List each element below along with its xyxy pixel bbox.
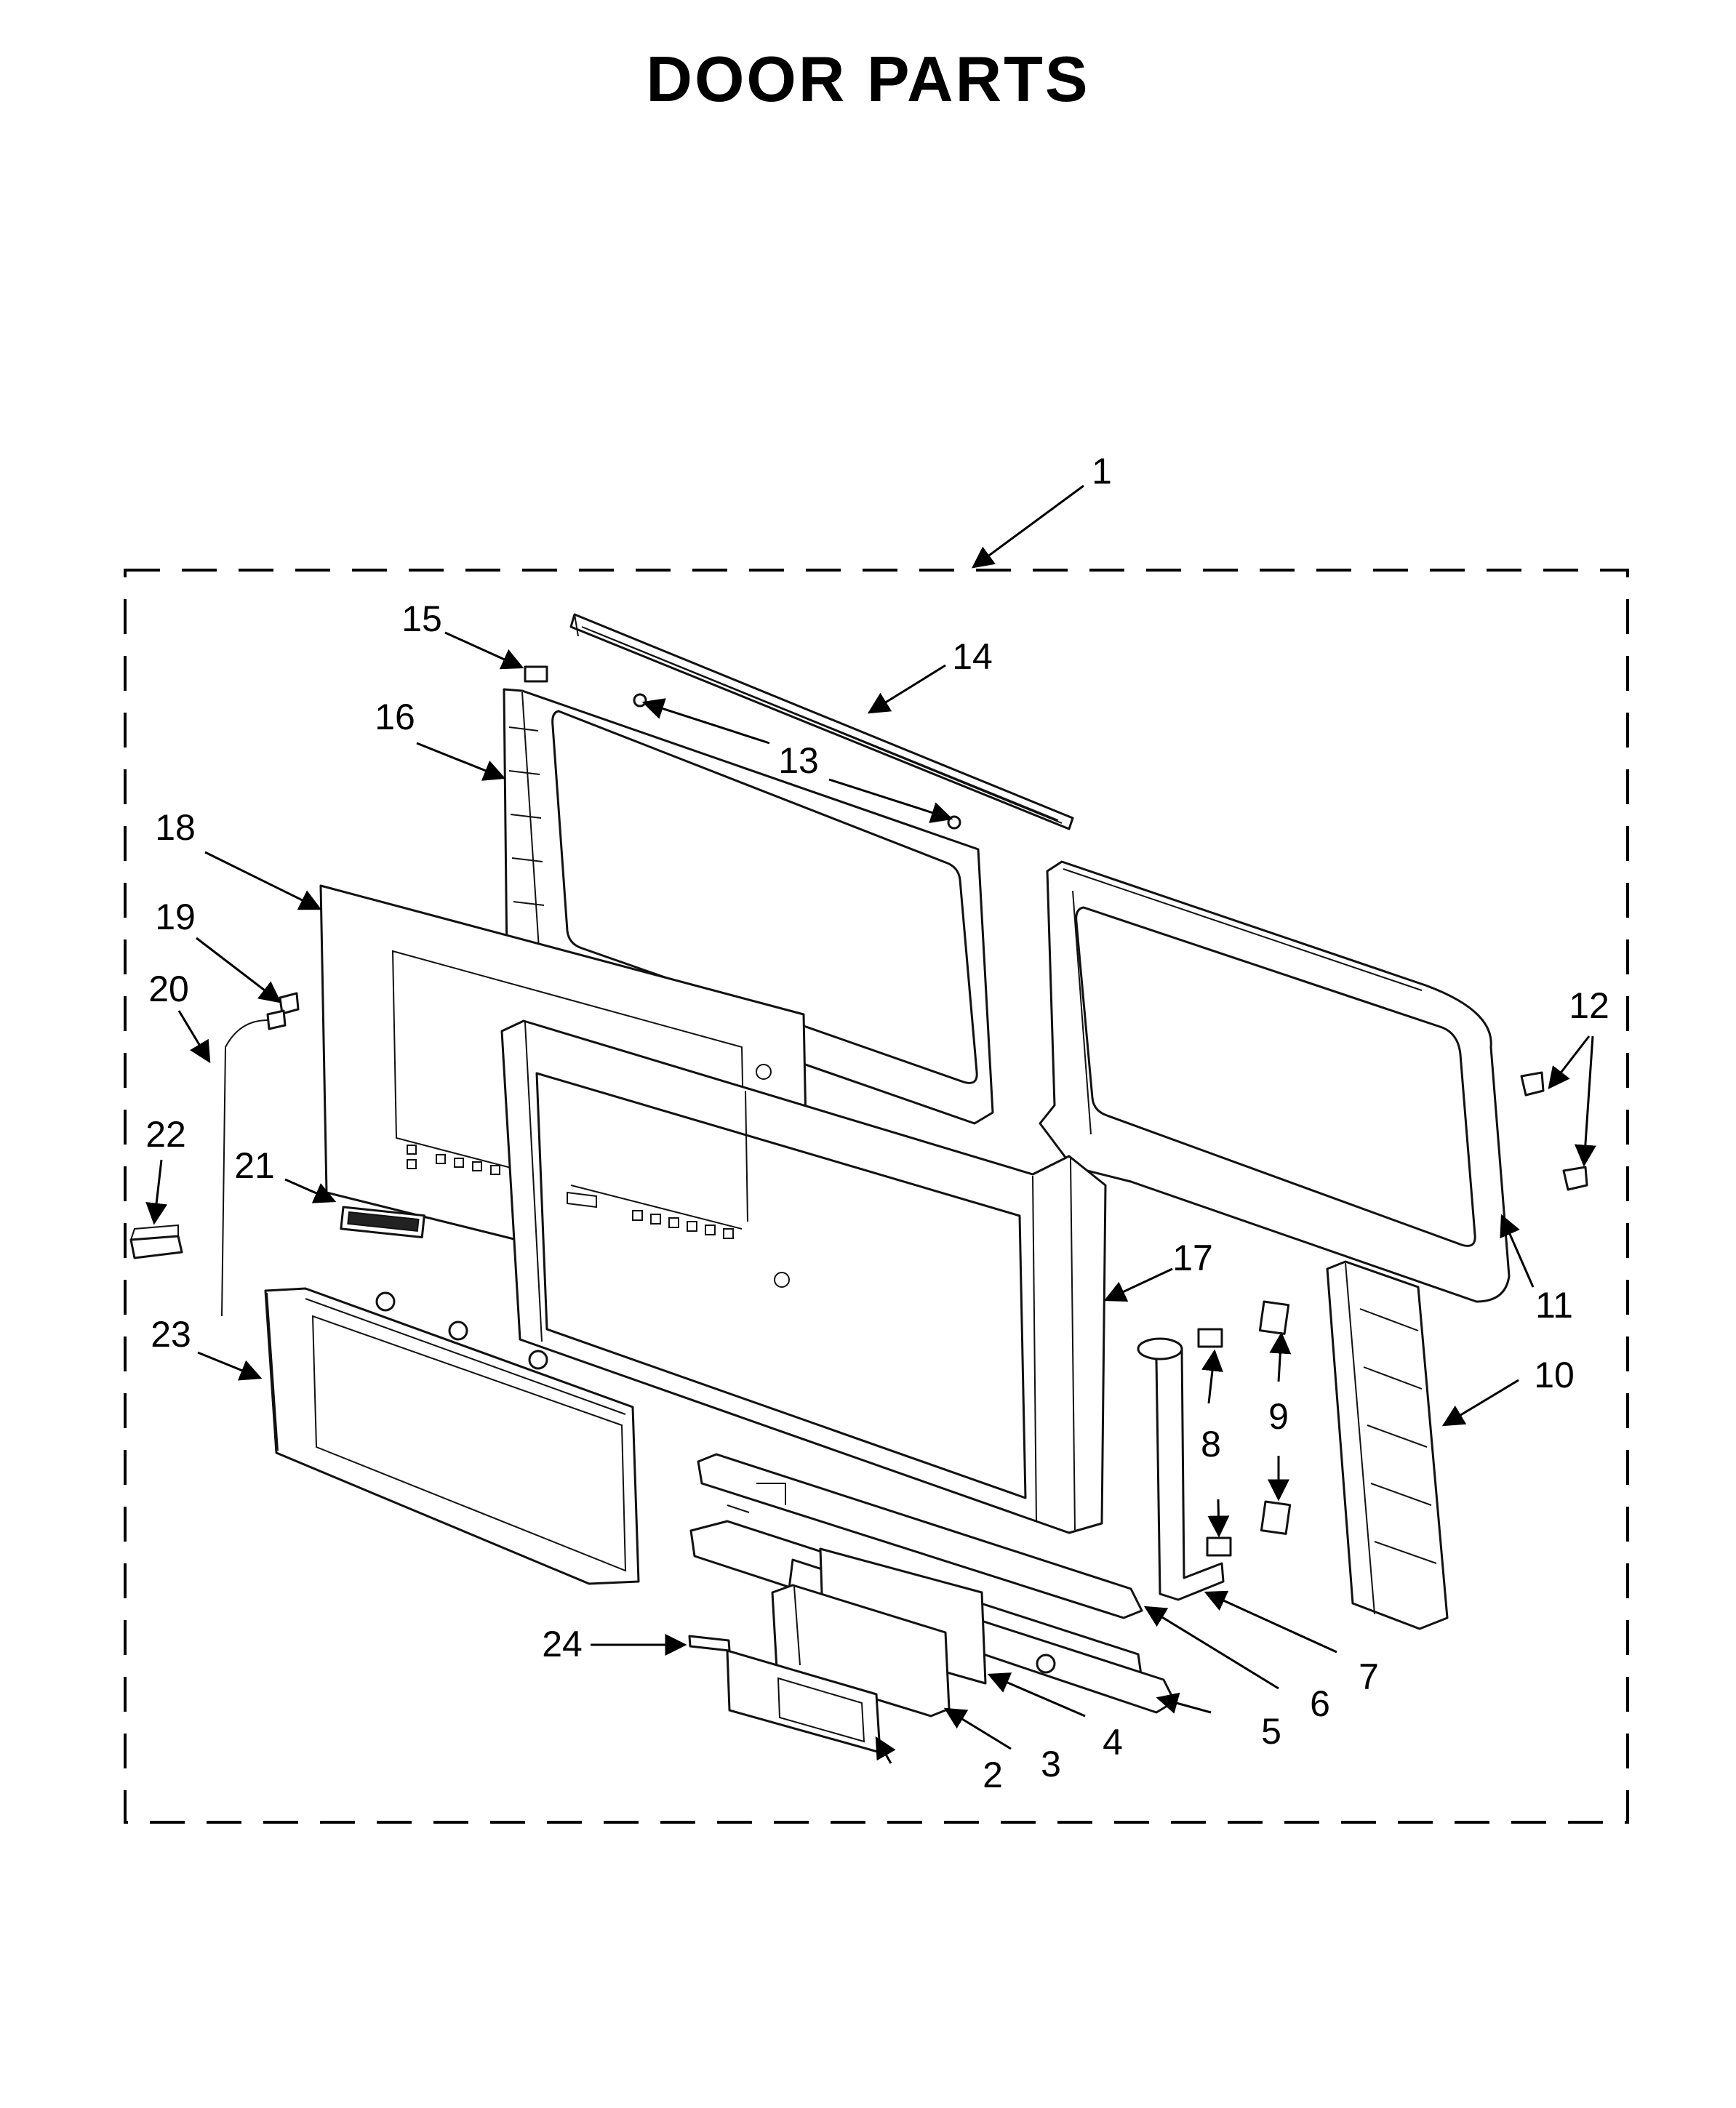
part-10-side-trim bbox=[1326, 1260, 1449, 1630]
callout-19: 19 bbox=[155, 897, 196, 937]
callout-10: 10 bbox=[1534, 1355, 1575, 1395]
callout-22: 22 bbox=[145, 1114, 186, 1155]
callout-9: 9 bbox=[1268, 1396, 1289, 1437]
part-8-actuator-upper bbox=[1197, 1328, 1223, 1348]
part-13-screw-a bbox=[633, 693, 647, 708]
callout-8: 8 bbox=[1201, 1424, 1221, 1464]
part-8-actuator-lower bbox=[1206, 1536, 1232, 1557]
callout-12: 12 bbox=[1569, 985, 1609, 1026]
assembly-boundary bbox=[124, 569, 1629, 1824]
callout-23: 23 bbox=[151, 1314, 191, 1355]
part-24-ribbon-tab bbox=[688, 1635, 731, 1652]
part-20-wire-harness bbox=[221, 1009, 287, 1317]
callout-16: 16 bbox=[375, 697, 415, 737]
part-15-clip bbox=[524, 665, 548, 683]
part-9-switch-upper bbox=[1258, 1300, 1290, 1335]
part-7-handle bbox=[1137, 1337, 1225, 1601]
callout-6: 6 bbox=[1310, 1683, 1330, 1724]
part-19-connector bbox=[279, 992, 300, 1015]
callout-7: 7 bbox=[1359, 1656, 1379, 1697]
callout-17: 17 bbox=[1172, 1238, 1213, 1278]
callout-15: 15 bbox=[401, 598, 442, 639]
callout-1: 1 bbox=[1092, 451, 1112, 492]
leader-lines bbox=[145, 484, 1596, 1764]
part-9-switch-lower bbox=[1260, 1500, 1292, 1535]
part-14-top-trim-strip bbox=[569, 613, 1074, 830]
callout-14: 14 bbox=[952, 636, 993, 677]
part-17-outer-door-frame bbox=[500, 1019, 1107, 1534]
callout-13: 13 bbox=[778, 740, 819, 781]
part-12-hinge-clips bbox=[1520, 1071, 1588, 1191]
part-21-nameplate bbox=[340, 1206, 425, 1239]
callout-2: 2 bbox=[983, 1755, 1003, 1795]
part-23-door-glass bbox=[264, 1287, 640, 1585]
callout-21: 21 bbox=[234, 1145, 275, 1186]
callout-24: 24 bbox=[542, 1624, 583, 1664]
callout-4: 4 bbox=[1103, 1722, 1123, 1763]
callout-11: 11 bbox=[1535, 1285, 1573, 1326]
callout-labels: 1 2 3 4 5 6 7 8 9 10 11 12 13 14 15 16 1… bbox=[145, 451, 1609, 1795]
page-title: DOOR PARTS bbox=[646, 43, 1090, 115]
callout-18: 18 bbox=[155, 807, 196, 848]
part-11-door-choke-frame bbox=[1039, 860, 1511, 1303]
callout-20: 20 bbox=[148, 969, 189, 1009]
callout-5: 5 bbox=[1261, 1711, 1281, 1752]
callout-3: 3 bbox=[1041, 1744, 1061, 1784]
part-22-bracket bbox=[129, 1224, 183, 1259]
